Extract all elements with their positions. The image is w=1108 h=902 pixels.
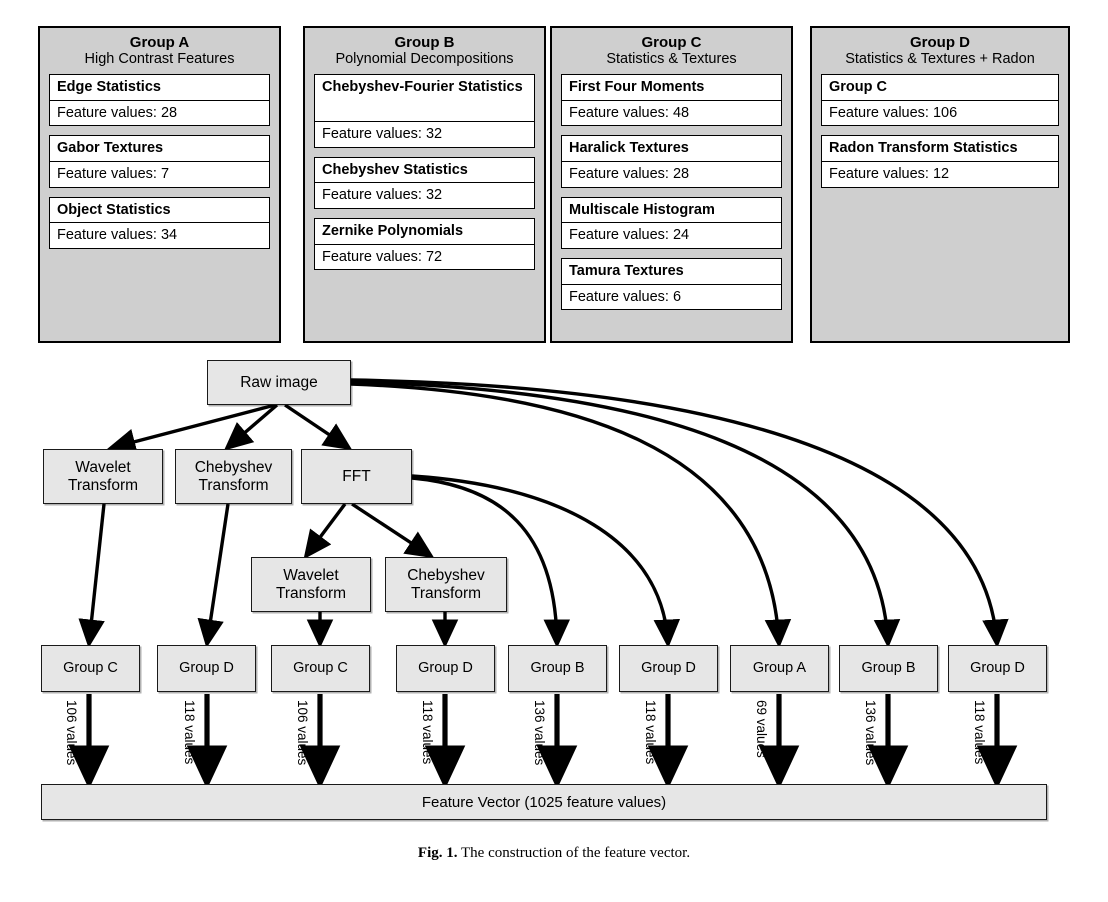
feature-values: Feature values: 12 <box>829 165 950 182</box>
value-label-5: 136 values <box>532 700 547 766</box>
feature-name: Gabor Textures <box>50 136 269 162</box>
feature-values: Feature values: 32 <box>322 125 443 142</box>
group-a-feature-list: Edge Statistics Feature values: 28 Gabor… <box>40 68 279 249</box>
feature-name: Group C <box>822 75 1058 101</box>
group-c-subtitle: Statistics & Textures <box>606 51 737 68</box>
feature-card: Gabor Textures Feature values: 7 <box>49 135 270 188</box>
feature-card: Object Statistics Feature values: 34 <box>49 196 270 249</box>
feature-card: Chebyshev-Fourier Statistics Feature val… <box>314 73 535 148</box>
feature-values: Feature values: 34 <box>57 227 178 244</box>
feature-name: Object Statistics <box>50 198 269 224</box>
feature-values: Feature values: 72 <box>322 248 443 265</box>
feature-card: Radon Transform Statistics Feature value… <box>821 135 1059 188</box>
group-panel-a: Group A High Contrast Features Edge Stat… <box>38 26 281 343</box>
feature-card: Haralick Textures Feature values: 28 <box>561 135 782 188</box>
value-label-2: 118 values <box>182 700 197 765</box>
feature-values: Feature values: 32 <box>322 187 443 204</box>
feature-name: Zernike Polynomials <box>315 219 534 245</box>
edge-fft-to-wavelet2 <box>303 502 347 560</box>
output-box-8[interactable]: Group B <box>839 645 938 692</box>
output-box-6[interactable]: Group D <box>619 645 718 692</box>
output-box-7[interactable]: Group A <box>730 645 829 692</box>
feature-name: Haralick Textures <box>562 136 781 162</box>
group-panel-a-header: Group A High Contrast Features <box>40 28 279 68</box>
group-panel-c-header: Group C Statistics & Textures <box>552 28 791 68</box>
feature-values: Feature values: 24 <box>569 227 690 244</box>
value-label-4: 118 values <box>420 700 435 765</box>
feature-name: Tamura Textures <box>562 259 781 285</box>
feature-card: Multiscale Histogram Feature values: 24 <box>561 196 782 249</box>
edge-raw-to-fft <box>284 403 353 451</box>
feature-card: Chebyshev Statistics Feature values: 32 <box>314 156 535 209</box>
figure-caption: Fig. 1. The construction of the feature … <box>0 845 1108 862</box>
value-label-8: 136 values <box>863 700 878 766</box>
value-label-9: 118 values <box>972 700 987 765</box>
group-a-subtitle: High Contrast Features <box>84 51 235 68</box>
value-label-6: 118 values <box>643 700 658 765</box>
edge-raw-to-wavelet <box>107 403 276 455</box>
group-d-title: Group D <box>910 34 970 51</box>
node-wavelet-transform-1[interactable]: Wavelet Transform <box>43 449 163 504</box>
group-b-feature-list: Chebyshev-Fourier Statistics Feature val… <box>305 68 544 271</box>
caption-label: Fig. 1. <box>417 845 458 861</box>
group-panel-b: Group B Polynomial Decompositions Chebys… <box>303 26 546 343</box>
caption-text: The construction of the feature vector. <box>461 845 691 861</box>
feature-name: Chebyshev Statistics <box>315 158 534 184</box>
output-box-3[interactable]: Group C <box>271 645 370 692</box>
feature-values: Feature values: 7 <box>57 165 170 182</box>
group-panel-c: Group C Statistics & Textures First Four… <box>550 26 793 343</box>
output-box-1[interactable]: Group C <box>41 645 140 692</box>
feature-values: Feature values: 48 <box>569 104 690 121</box>
edge-chebyshev-to-out2 <box>197 503 230 649</box>
value-label-3: 106 values <box>295 700 310 766</box>
feature-values: Feature values: 6 <box>569 288 682 305</box>
group-b-subtitle: Polynomial Decompositions <box>335 51 514 68</box>
output-box-2[interactable]: Group D <box>157 645 256 692</box>
group-c-title: Group C <box>641 34 702 51</box>
group-panel-b-header: Group B Polynomial Decompositions <box>305 28 544 68</box>
group-a-title: Group A <box>129 34 190 51</box>
feature-name: Radon Transform Statistics <box>822 136 1058 162</box>
feature-name: Edge Statistics <box>50 75 269 101</box>
node-fft[interactable]: FFT <box>301 449 412 504</box>
feature-name: Multiscale Histogram <box>562 198 781 224</box>
output-box-9[interactable]: Group D <box>948 645 1047 692</box>
feature-name: First Four Moments <box>562 75 781 101</box>
feature-values: Feature values: 106 <box>829 104 958 121</box>
feature-values: Feature values: 28 <box>57 104 178 121</box>
feature-card: Edge Statistics Feature values: 28 <box>49 73 270 127</box>
feature-values: Feature values: 28 <box>569 165 690 182</box>
value-label-1: 106 values <box>64 700 79 766</box>
output-box-5[interactable]: Group B <box>508 645 607 692</box>
group-d-subtitle: Statistics & Textures + Radon <box>845 51 1035 68</box>
node-chebyshev-transform-1[interactable]: Chebyshev Transform <box>175 449 292 504</box>
feature-card: First Four Moments Feature values: 48 <box>561 73 782 127</box>
feature-name: Chebyshev-Fourier Statistics <box>315 75 534 122</box>
group-panel-d: Group D Statistics & Textures + Radon Gr… <box>810 26 1070 343</box>
feature-card: Tamura Textures Feature values: 6 <box>561 257 782 311</box>
node-chebyshev-transform-2[interactable]: Chebyshev Transform <box>385 557 507 612</box>
group-panel-d-header: Group D Statistics & Textures + Radon <box>812 28 1068 68</box>
output-box-4[interactable]: Group D <box>396 645 495 692</box>
node-wavelet-transform-2[interactable]: Wavelet Transform <box>251 557 371 612</box>
feature-vector-bar[interactable]: Feature Vector (1025 feature values) <box>41 784 1047 820</box>
edge-wavelet-to-out1 <box>78 503 106 649</box>
feature-card: Zernike Polynomials Feature values: 72 <box>314 217 535 271</box>
feature-card: Group C Feature values: 106 <box>821 73 1059 127</box>
group-b-title: Group B <box>394 34 455 51</box>
edge-fft-to-chebyshev2 <box>351 502 435 559</box>
value-label-7: 69 values <box>754 700 769 758</box>
node-raw-image[interactable]: Raw image <box>207 360 351 405</box>
edge-raw-to-chebyshev <box>223 403 279 451</box>
group-d-feature-list: Group C Feature values: 106 Radon Transf… <box>812 68 1068 188</box>
group-c-feature-list: First Four Moments Feature values: 48 Ha… <box>552 68 791 311</box>
